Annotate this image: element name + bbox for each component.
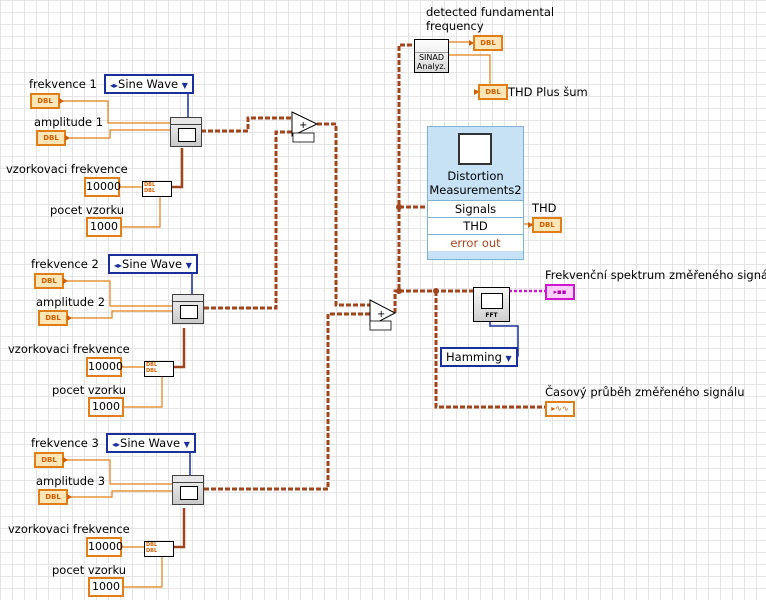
amp-1-label: amplitude 1: [34, 115, 104, 129]
wire-junctions: [396, 204, 439, 294]
spectrum-icon: [481, 293, 503, 309]
rate-2-label: vzorkovaci frekvence: [8, 342, 130, 356]
distortion-title-2: Measurements2: [429, 183, 522, 197]
chevron-down-icon: ▼: [181, 81, 188, 90]
waveform-icon: [178, 128, 196, 142]
freq-2-control[interactable]: DBL: [34, 273, 68, 289]
waveform-1-arrows-icon: ◂▸: [110, 81, 119, 90]
waveform-2-selector[interactable]: ◂▸Sine Wave ▼: [108, 254, 198, 274]
amp-3-label: amplitude 3: [36, 474, 106, 488]
signal-generator-3[interactable]: [172, 475, 204, 505]
count-3-control[interactable]: 1000: [88, 577, 124, 597]
rate-2-control[interactable]: 10000: [86, 357, 123, 377]
window-value: Hamming: [446, 350, 502, 364]
thd-indicator[interactable]: DBL: [528, 217, 562, 233]
freq-3-control[interactable]: DBL: [34, 452, 68, 468]
spectrum-icon: [415, 40, 448, 53]
waveform-1-selector[interactable]: ◂▸Sine Wave ▼: [104, 74, 194, 94]
fft-spectrum-vi[interactable]: FFT: [473, 287, 510, 322]
fft-icon-text: FFT: [485, 312, 498, 319]
numeric-wires: [60, 41, 532, 588]
spectrum-label: Frekvenční spektrum změřeného signálu: [545, 268, 766, 282]
add-node-1[interactable]: +: [291, 111, 319, 143]
waveform-2-value: Sine Wave: [122, 257, 183, 271]
waveform-1-value: Sine Wave: [118, 77, 179, 91]
signal-generator-1[interactable]: [170, 117, 202, 147]
count-1-label: pocet vzorku: [50, 203, 125, 217]
waveform-wires: [201, 43, 545, 491]
distortion-title-1: Distortion: [447, 169, 504, 183]
amp-3-control[interactable]: DBL: [38, 489, 72, 505]
sinad-text-1: SINAD: [418, 53, 445, 62]
freq-2-label: frekvence 2: [31, 257, 99, 271]
window-selector[interactable]: Hamming ▼: [440, 347, 518, 367]
spectrum-graph-indicator[interactable]: ▸▪▪: [545, 284, 575, 300]
sinad-analyzer[interactable]: SINAD Analyz.: [414, 39, 449, 73]
add-node-2-symbol: +: [377, 309, 385, 320]
error-out-terminal[interactable]: error out: [428, 234, 523, 251]
time-waveform-label: Časový průběh změřeného signálu: [545, 385, 745, 399]
count-2-control[interactable]: 1000: [88, 397, 124, 417]
freq-3-label: frekvence 3: [31, 436, 99, 450]
waveform-3-selector[interactable]: ◂▸Sine Wave ▼: [106, 433, 196, 453]
amp-1-control[interactable]: DBL: [36, 130, 70, 146]
freq-1-label: frekvence 1: [29, 77, 97, 91]
rate-3-label: vzorkovaci frekvence: [8, 522, 130, 536]
thd-plus-noise-label: THD Plus šum: [508, 85, 588, 99]
distortion-measurements-express-vi[interactable]: Distortion Measurements2 Signals THD err…: [427, 126, 524, 260]
add-node-1-symbol: +: [299, 120, 307, 131]
rate-1-control[interactable]: 10000: [84, 177, 121, 197]
thd-plus-noise-indicator[interactable]: DBL: [474, 84, 508, 100]
chevron-down-icon: ▼: [183, 440, 190, 449]
count-3-label: pocet vzorku: [52, 563, 127, 577]
waveform-icon: [180, 486, 198, 500]
count-1-control[interactable]: 1000: [86, 217, 122, 237]
fundamental-frequency-indicator[interactable]: DBL: [469, 35, 503, 51]
count-2-label: pocet vzorku: [52, 383, 127, 397]
waveform-2-arrows-icon: ◂▸: [114, 261, 123, 270]
sinad-text-2: Analyz.: [416, 62, 447, 71]
amp-2-label: amplitude 2: [36, 295, 106, 309]
signals-terminal[interactable]: Signals: [428, 200, 523, 217]
thd-label: THD: [532, 201, 557, 215]
waveform-icon: [180, 305, 198, 319]
waveform-wires-short: [172, 148, 186, 549]
freq-1-control[interactable]: DBL: [30, 93, 64, 109]
fundamental-frequency-label: detected fundamental frequency: [426, 5, 555, 33]
rate-3-control[interactable]: 10000: [86, 537, 123, 557]
waveform-3-arrows-icon: ◂▸: [112, 440, 121, 449]
amp-2-control[interactable]: DBL: [38, 310, 72, 326]
spectrum-icon: [458, 133, 492, 165]
thd-terminal[interactable]: THD: [428, 217, 523, 234]
rate-1-label: vzorkovaci frekvence: [6, 162, 128, 176]
chevron-down-icon: ▼: [505, 354, 512, 363]
waveform-3-value: Sine Wave: [120, 436, 181, 450]
chevron-down-icon: ▼: [185, 261, 192, 270]
time-waveform-indicator[interactable]: ▸∿∿: [545, 401, 575, 417]
signal-generator-2[interactable]: [172, 294, 204, 324]
add-node-2[interactable]: +: [369, 299, 397, 331]
